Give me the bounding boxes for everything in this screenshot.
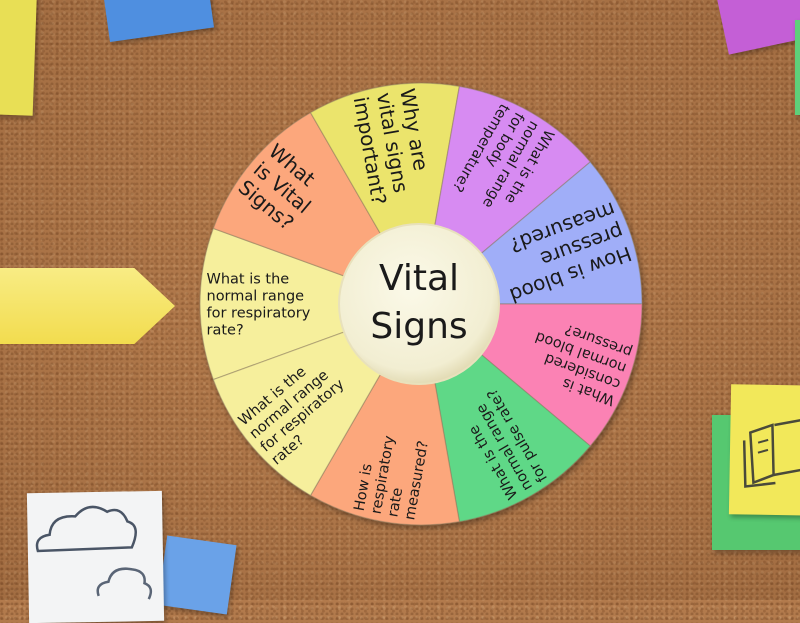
segment-label-line: for respiratory: [207, 306, 311, 322]
wheel-title-line2: Signs: [370, 306, 467, 347]
segment-label-line: What is the: [207, 271, 290, 287]
wheel-pointer-arrow: [0, 268, 175, 344]
sticky-note-green: [795, 20, 800, 115]
wheel-segment[interactable]: [199, 227, 423, 381]
wheel-title-line1: Vital: [379, 258, 459, 299]
cloud-icon: [35, 505, 153, 600]
book-icon: [742, 418, 800, 488]
sticky-note-yellow-br: [728, 384, 800, 516]
segment-label-line: normal range: [207, 289, 305, 305]
wheel-hub[interactable]: [338, 223, 500, 385]
sticky-note-white: [26, 490, 165, 623]
segment-label-line: rate: [385, 486, 406, 518]
segment-label-line: rate?: [207, 323, 244, 339]
